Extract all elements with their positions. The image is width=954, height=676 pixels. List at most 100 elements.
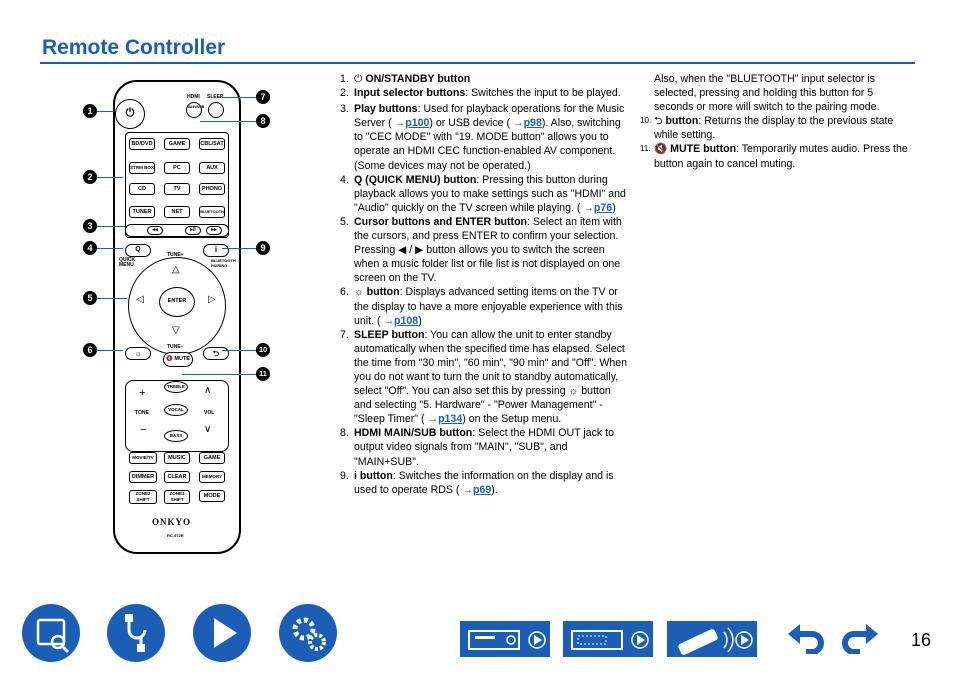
input-pc: PC bbox=[164, 162, 190, 174]
left-arrow-icon: ◁ bbox=[136, 294, 144, 305]
remote-illustration: ⏻ HDMI SLEEP MAIN/SUB BD/DVD GAME CBL/SA… bbox=[113, 80, 241, 554]
input-strm-box: STRM BOX bbox=[129, 162, 155, 174]
playback-nav-button[interactable] bbox=[193, 604, 251, 662]
remote-nav-button[interactable] bbox=[667, 621, 757, 657]
leader-line-10 bbox=[222, 350, 256, 351]
front-panel-nav-button[interactable] bbox=[460, 621, 550, 657]
leader-line-7 bbox=[222, 97, 256, 98]
tone-minus-icon: − bbox=[140, 424, 147, 436]
bluetooth-pairing-label: BLUETOOTH PAIRING bbox=[211, 258, 236, 268]
vol-up-icon: ∧ bbox=[204, 385, 212, 396]
vol-label: VOL bbox=[204, 410, 215, 416]
hdmi-main-sub-button: MAIN/SUB bbox=[186, 102, 204, 118]
back-button[interactable] bbox=[786, 622, 826, 655]
page-number: 16 bbox=[911, 630, 932, 650]
callout-7: 7 bbox=[256, 90, 270, 104]
remote-control-icon bbox=[678, 627, 753, 655]
tone-group bbox=[125, 380, 229, 452]
page-link-p108[interactable]: p108 bbox=[394, 314, 419, 327]
leader-line-8 bbox=[200, 121, 256, 122]
rear-panel-nav-button[interactable] bbox=[563, 621, 653, 657]
quick-menu-label: QUICK MENU bbox=[119, 257, 136, 268]
list-item: Also, when the "BLUETOOTH" input selecto… bbox=[654, 73, 880, 114]
connections-nav-button[interactable] bbox=[107, 604, 165, 662]
back-arrow-icon bbox=[788, 624, 824, 655]
callout-4: 4 bbox=[83, 241, 97, 255]
leader-line-11 bbox=[182, 374, 256, 375]
tune-minus-label: TUNE− bbox=[167, 344, 184, 350]
page-link-p76[interactable]: p76 bbox=[593, 201, 613, 214]
list-item: 2. Input selector buttons: Switches the … bbox=[340, 87, 621, 100]
page-title: Remote Controller bbox=[42, 36, 226, 59]
leader-line-2 bbox=[97, 177, 123, 178]
mode-zone3-shift: ZONE3 SHIFT bbox=[164, 490, 190, 504]
return-button: ⮌ bbox=[203, 347, 229, 360]
mute-icon: 🔇 bbox=[654, 143, 671, 156]
forward-button[interactable] bbox=[840, 622, 880, 655]
tone-plus-icon: + bbox=[139, 387, 146, 399]
input-net: NET bbox=[164, 206, 190, 218]
mode-clear: CLEAR bbox=[164, 471, 190, 483]
input-bd-dvd: BD/DVD bbox=[129, 138, 155, 150]
callout-2: 2 bbox=[83, 170, 97, 184]
receiver-rear-icon bbox=[571, 630, 649, 650]
mode-zone2-shift: ZONE2 SHIFT bbox=[129, 490, 157, 504]
input-cd: CD bbox=[129, 183, 155, 195]
leader-line-5 bbox=[97, 298, 127, 299]
list-item: 9. i button: Switches the information on… bbox=[340, 469, 614, 496]
mode-music: MUSIC bbox=[164, 452, 190, 464]
input-tv: TV bbox=[164, 183, 190, 195]
list-item: 7. SLEEP button: You can allow the unit … bbox=[340, 328, 628, 426]
contents-nav-button[interactable] bbox=[22, 604, 80, 662]
tune-plus-label: TUNE+ bbox=[167, 252, 184, 258]
input-aux: AUX bbox=[199, 162, 225, 174]
cable-icon bbox=[125, 614, 147, 652]
play-prev-button: ◂◂ bbox=[147, 226, 163, 235]
play-icon bbox=[214, 618, 237, 648]
leader-line-9 bbox=[222, 248, 256, 249]
bass-button: BASS bbox=[164, 430, 188, 442]
list-item: 6. ☼ button: Displays advanced setting i… bbox=[340, 286, 623, 327]
sleep-label: SLEEP bbox=[207, 94, 224, 100]
leader-line-1 bbox=[97, 111, 114, 112]
forward-arrow-icon bbox=[842, 624, 878, 655]
list-item: 8. HDMI MAIN/SUB button: Select the HDMI… bbox=[340, 427, 614, 468]
treble-button: TREBLE bbox=[164, 381, 188, 393]
list-item: 10. ⮌ button: Returns the display to the… bbox=[640, 115, 894, 142]
list-item: 3. Play buttons: Used for playback opera… bbox=[340, 103, 625, 172]
mode-mode: MODE bbox=[199, 490, 225, 502]
model-label: RC-972R bbox=[167, 533, 184, 538]
leader-line-4 bbox=[97, 248, 123, 249]
right-arrow-icon: ▷ bbox=[208, 294, 216, 305]
setup-gear-icon: ☼ bbox=[354, 286, 367, 299]
play-next-button: ▸▸ bbox=[206, 226, 222, 235]
brand-logo: ONKYO bbox=[152, 517, 192, 527]
play-buttons-group bbox=[125, 224, 229, 237]
page-link-p100[interactable]: p100 bbox=[405, 117, 430, 130]
list-item: 4. Q (QUICK MENU) button: Pressing this … bbox=[340, 173, 626, 214]
page-link-p69[interactable]: p69 bbox=[472, 483, 492, 496]
vol-down-icon: ∨ bbox=[204, 424, 212, 435]
power-button: ⏻ bbox=[115, 99, 145, 129]
enter-button: ENTER bbox=[159, 287, 195, 317]
leader-line-3 bbox=[97, 226, 125, 227]
power-icon: ⏻ bbox=[354, 73, 366, 85]
list-item: 1. ⏻ ON/STANDBY button bbox=[340, 73, 471, 85]
callout-9: 9 bbox=[256, 241, 270, 255]
play-pause-button: ▸‖ bbox=[185, 226, 201, 235]
input-tuner: TUNER bbox=[129, 206, 155, 218]
input-phono: PHONO bbox=[199, 183, 225, 195]
q-button: Q bbox=[125, 244, 151, 257]
mute-label: MUTE bbox=[174, 356, 190, 362]
info-button: i bbox=[203, 244, 229, 257]
book-icon bbox=[36, 618, 70, 654]
hdmi-label: HDMI bbox=[187, 94, 200, 100]
leader-line-6 bbox=[97, 350, 123, 351]
description-column-right: Also, when the "BLUETOOTH" input selecto… bbox=[640, 72, 915, 171]
vocal-button: VOCAL bbox=[164, 404, 188, 416]
mute-button: 🔇 MUTE bbox=[163, 352, 193, 367]
return-icon: ⮌ bbox=[654, 115, 666, 128]
setup-nav-button[interactable] bbox=[279, 604, 337, 662]
page-link-p134[interactable]: p134 bbox=[438, 413, 463, 426]
page-link-p98[interactable]: p98 bbox=[523, 117, 542, 130]
